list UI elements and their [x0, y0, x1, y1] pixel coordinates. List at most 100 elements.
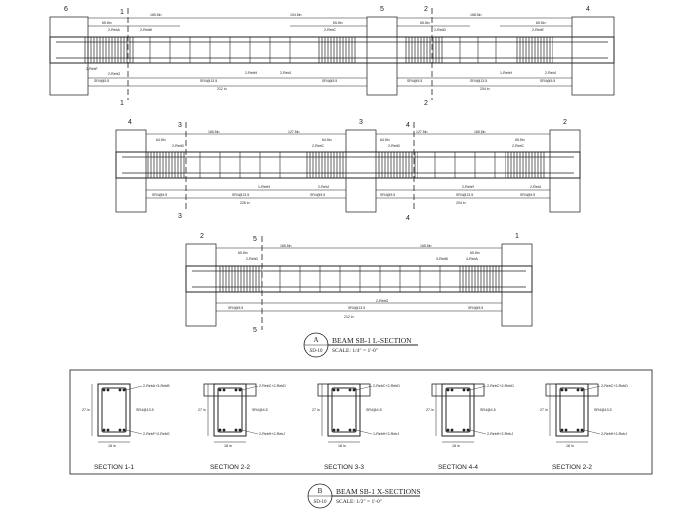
- rebar-label: 1-RebH: [500, 71, 513, 75]
- dim-top: 165.5in: [208, 130, 220, 134]
- title-block-a: [303, 332, 418, 358]
- cross-section: [545, 383, 601, 443]
- sheet-ref: SD-10: [309, 349, 323, 354]
- section-depth: 27 in: [426, 408, 434, 412]
- section-depth: 27 in: [198, 408, 206, 412]
- stirrup-group: [515, 37, 553, 63]
- beam-row-2: [115, 122, 581, 213]
- rebar-label: 2-RebF: [86, 67, 98, 71]
- detail-letter: B: [318, 487, 323, 495]
- column-right: [571, 16, 615, 96]
- detail-scale: SCALE: 1/4" = 1'-0": [332, 348, 378, 354]
- dim-top: 168.5in: [470, 13, 482, 17]
- stirrup-label: SR4@5.5: [322, 79, 337, 83]
- column-left: [49, 16, 89, 96]
- cross-section: [91, 383, 143, 443]
- section-bottom-bars: 2-RebH+2-RebJ: [601, 432, 627, 436]
- rebar-label: 2-RebC: [312, 144, 325, 148]
- section-stirrup: SR4@4.5: [480, 408, 496, 412]
- section-width: 18 in: [452, 444, 460, 448]
- dim-inner: 64.5in: [322, 138, 332, 142]
- section-mark-1-bottom: 1: [120, 100, 124, 107]
- section-top-bars: 2-RebA+3-RebB: [143, 384, 170, 388]
- section-mark-3-top: 3: [178, 122, 182, 129]
- grid-label-mid: 3: [359, 119, 363, 126]
- stirrup-label: SR4@5.5: [468, 306, 483, 310]
- rebar-label: 2-RebJ: [530, 185, 542, 189]
- section-stirrup: SR4@13.5: [594, 408, 612, 412]
- section-title: SECTION 2-2: [210, 464, 250, 471]
- grid-label-right-a: 2: [424, 6, 428, 13]
- section-depth: 27 in: [312, 408, 320, 412]
- grid-label-mid: 5: [380, 6, 384, 13]
- rebar-label: 3-RebB: [436, 257, 449, 261]
- dim-inner: 64.5in: [156, 138, 166, 142]
- grid-label-right-b: 2: [563, 119, 567, 126]
- section-bottom-bars: 2-RebF+2-RebG: [143, 432, 170, 436]
- dim-inner: 65.5in: [515, 138, 525, 142]
- section-top-bars: 2-RebC+2-RebD: [259, 384, 286, 388]
- section-width: 18 in: [566, 444, 574, 448]
- rebar-label: 2-RebJ: [545, 71, 557, 75]
- section-stirrup: SR4@4.5: [366, 408, 382, 412]
- stirrup-label: SR4@5.5: [228, 306, 243, 310]
- section-title: SECTION 4-4: [438, 464, 478, 471]
- section-bottom-bars: 2-RebH+2-RebJ: [487, 432, 513, 436]
- section-mark-3-bottom: 3: [178, 213, 182, 220]
- section-top-bars: 2-RebC+2-RebD: [601, 384, 628, 388]
- rebar-label: 4-RebA: [466, 257, 479, 261]
- dim-inner: 64.5in: [380, 138, 390, 142]
- rebar-label: 1-RebH: [258, 185, 271, 189]
- section-top-bars: 2-RebC+2-RebD: [487, 384, 514, 388]
- detail-title: BEAM SB-1 X-SECTIONS: [336, 487, 421, 496]
- rebar-label: 2-RebC: [324, 28, 337, 32]
- stirrup-label: SR4@5.5: [540, 79, 555, 83]
- section-title: SECTION 2-2: [552, 464, 592, 471]
- dim-inner: 65.5in: [536, 21, 546, 25]
- sheet-ref: SD-10: [313, 500, 327, 505]
- section-bottom-bars: 2-RebH+2-RebJ: [259, 432, 285, 436]
- section-mark-1-top: 1: [120, 9, 124, 16]
- grid-label-left: 2: [200, 233, 204, 240]
- cross-sections: 2-RebA+3-RebB SR4@13.5 2-RebF+2-RebG 27 in 1…: [82, 383, 628, 471]
- stirrup-label: SR4@13.5: [470, 79, 487, 83]
- section-mark-5-bottom: 5: [253, 327, 257, 334]
- beam-row-1: [49, 8, 615, 100]
- rebar-label: 2-RebA: [108, 28, 121, 32]
- dim-inner: 65.5in: [102, 21, 112, 25]
- stirrup-label: SR4@5.5: [310, 193, 325, 197]
- column-mid: [366, 16, 398, 96]
- rebar-label: 2-RebD: [388, 144, 401, 148]
- grid-label-left: 6: [64, 6, 68, 13]
- section-title: SECTION 3-3: [324, 464, 364, 471]
- stirrup-group: [405, 37, 443, 63]
- rebar-label: 2-RebJ: [318, 185, 330, 189]
- section-width: 18 in: [224, 444, 232, 448]
- section-title: SECTION 1-1: [94, 464, 134, 471]
- sections-frame: [69, 369, 653, 475]
- stirrup-label: SR4@5.5: [380, 193, 395, 197]
- dim-top: 165.5in: [150, 13, 162, 17]
- section-top-bars: 2-RebC+2-RebD: [373, 384, 400, 388]
- span-label: 226 in: [240, 201, 250, 205]
- detail-scale: SCALE: 1/2" = 1'-0": [336, 499, 382, 505]
- dim-top: 127.5in: [288, 130, 300, 134]
- stirrup-label: SR4@5.5: [94, 79, 109, 83]
- detail-letter: A: [313, 336, 318, 344]
- beam-row-3: [185, 236, 533, 330]
- span-label: 212 in: [217, 87, 227, 91]
- cross-section: [203, 383, 259, 443]
- detail-title: BEAM SB-1 L-SECTION: [332, 336, 412, 345]
- section-mark-4-bottom: 4: [406, 215, 410, 222]
- span-label: 204 in: [456, 201, 466, 205]
- stirrup-label: SR4@5.5: [520, 193, 535, 197]
- stirrup-label: SR4@13.5: [456, 193, 473, 197]
- grid-label-right-b: 4: [586, 6, 590, 13]
- span-label: 212 in: [344, 315, 354, 319]
- stirrup-group: [84, 37, 134, 63]
- span-label: 204 in: [480, 87, 490, 91]
- section-depth: 27 in: [540, 408, 548, 412]
- stirrup-label: SR4@5.5: [152, 193, 167, 197]
- dim-top: 104.5in: [290, 13, 302, 17]
